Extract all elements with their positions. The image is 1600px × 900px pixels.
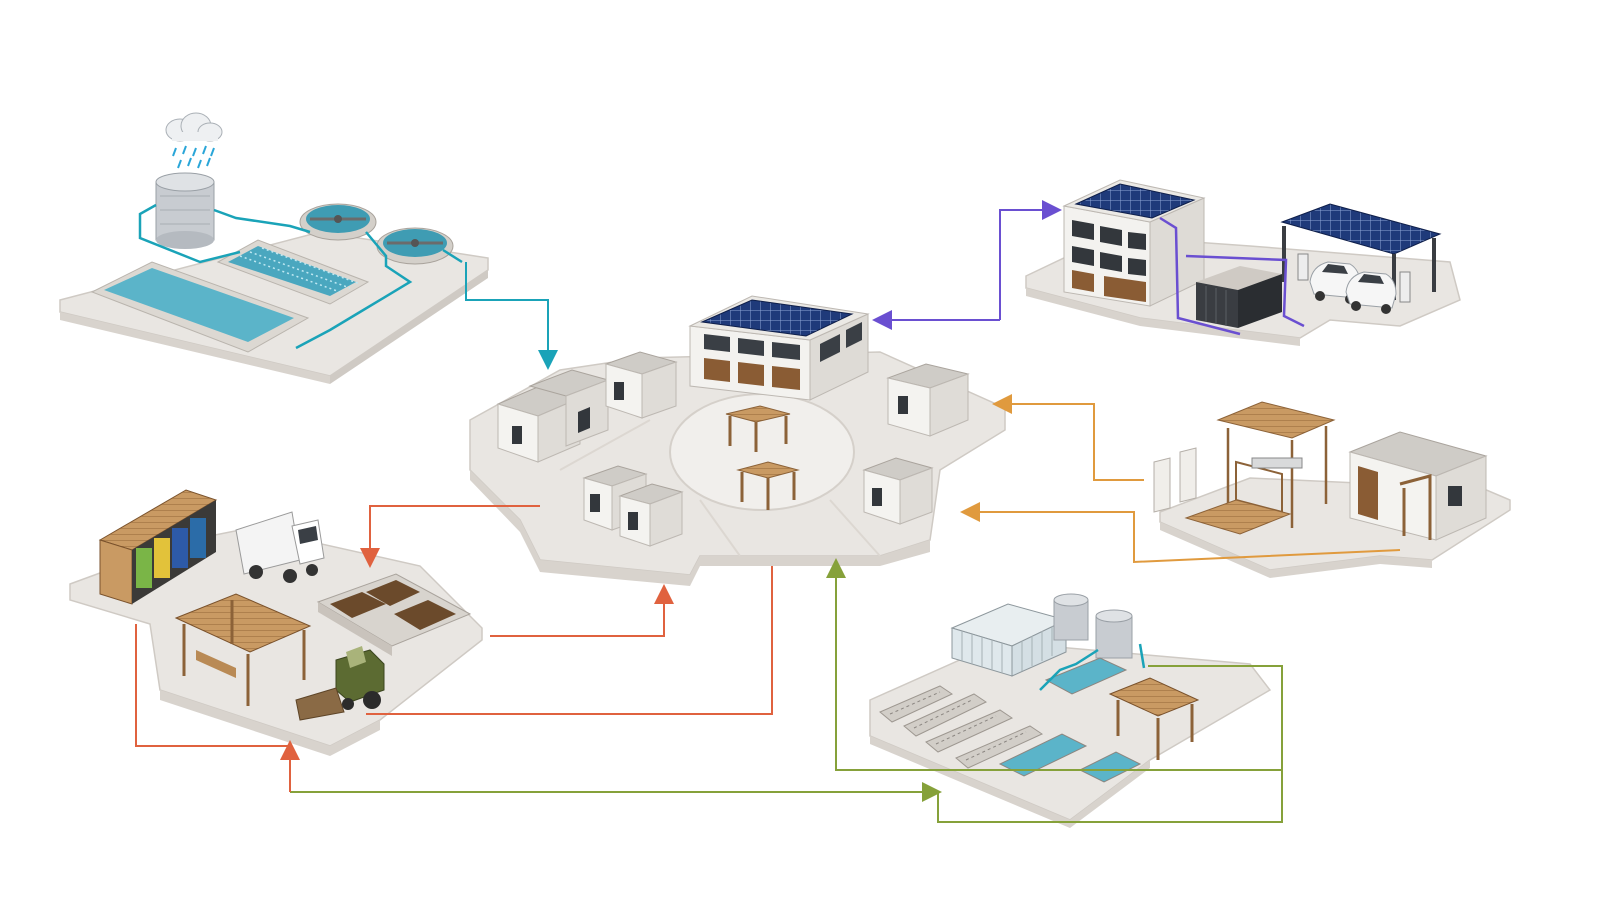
cabin-se xyxy=(862,457,934,525)
cabin-ne xyxy=(886,363,970,437)
flow-water-to-hub xyxy=(465,262,558,370)
modular-construction-module xyxy=(1153,401,1511,578)
compost-bins xyxy=(316,573,472,656)
aeration-tank xyxy=(216,239,370,305)
roof-solar-panel-icon xyxy=(1074,183,1196,219)
water-silo-1 xyxy=(1053,593,1089,641)
farm-greenhouse-module xyxy=(869,593,1272,828)
solar-panel-icon xyxy=(700,299,854,337)
wall-panels xyxy=(1153,447,1197,513)
clarifier-2 xyxy=(376,227,454,265)
water-pipes xyxy=(138,203,463,350)
ev-charging-icon xyxy=(1280,203,1442,303)
cabin-nw-3 xyxy=(604,351,678,419)
community-hub-module xyxy=(469,295,1006,586)
cabin-sw-2 xyxy=(618,483,684,547)
finished-module xyxy=(1348,431,1488,541)
recycling-bin-icon xyxy=(136,518,206,588)
energy-station-module xyxy=(1025,179,1461,346)
flow-waste-loop xyxy=(135,624,290,747)
garbage-truck xyxy=(235,511,325,583)
water-treatment-module xyxy=(59,112,489,384)
fish-tanks xyxy=(998,657,1142,783)
flow-waste-to-hub xyxy=(490,584,674,637)
storage-tank xyxy=(155,172,215,249)
farm-pergola xyxy=(1108,677,1200,760)
flow-connectors xyxy=(135,200,1401,823)
flow-hub-to-waste xyxy=(360,505,540,568)
electric-car-2 xyxy=(1345,271,1397,314)
flow-construction-to-hub-2 xyxy=(960,502,1401,564)
flow-construction-to-hub-1 xyxy=(992,394,1144,481)
rain-cloud-icon xyxy=(165,112,223,169)
farm-water-pipe xyxy=(1039,643,1146,691)
modular-frame-icon xyxy=(1184,401,1336,535)
energy-wiring xyxy=(1159,216,1305,336)
solar-main-building xyxy=(688,295,870,401)
flow-farm-return xyxy=(937,770,1283,823)
water-silo-2 xyxy=(1095,609,1133,659)
waste-compost-module xyxy=(69,489,483,756)
settling-pool xyxy=(90,261,310,353)
residential-block xyxy=(1062,179,1206,307)
battery-storage xyxy=(1196,266,1282,328)
farm-platform xyxy=(869,641,1272,821)
flow-hub-to-compost xyxy=(366,566,773,715)
pergola-2 xyxy=(736,461,800,510)
pergola-1 xyxy=(725,405,791,452)
clarifier-1 xyxy=(299,203,377,241)
greenhouse-icon xyxy=(950,603,1068,677)
compost-pergola xyxy=(174,593,312,706)
flow-hub-to-energy xyxy=(999,200,1062,320)
compost-tractor xyxy=(295,646,385,721)
hydroponic-rows xyxy=(879,685,1044,769)
